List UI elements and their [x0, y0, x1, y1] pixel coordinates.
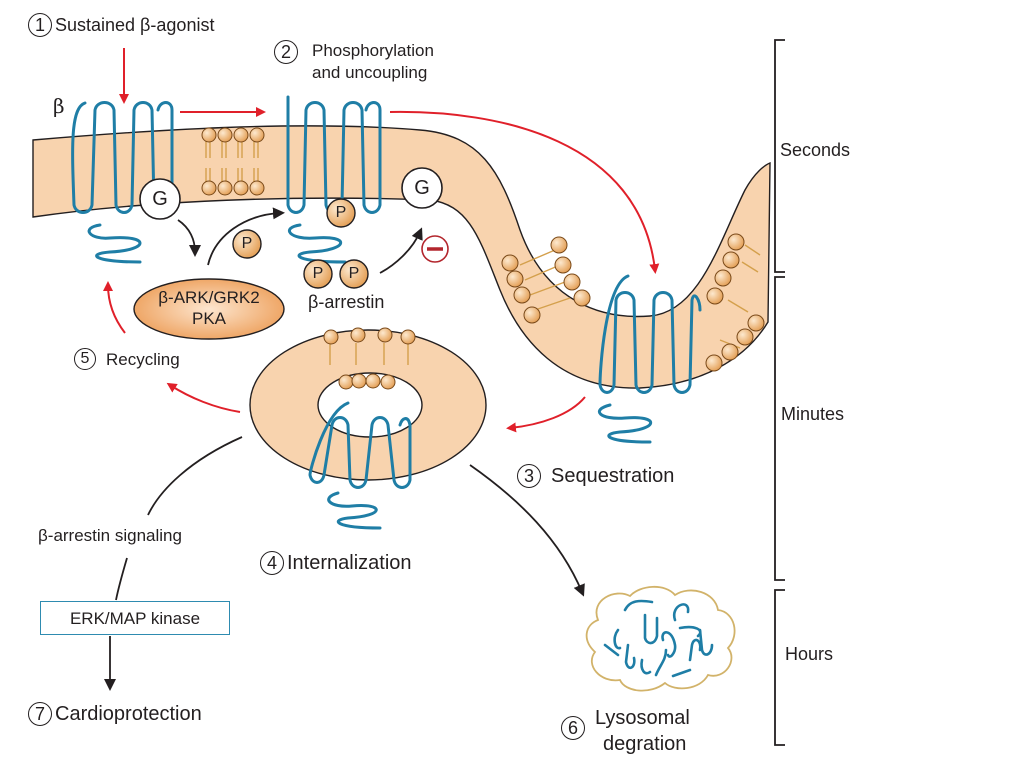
step-2-text-line2: and uncoupling: [312, 63, 428, 82]
black-arrows: [104, 207, 585, 691]
arrow-recycling: [166, 382, 241, 413]
inhibition-icon: [421, 235, 449, 263]
arrow-recycle-up: [103, 281, 126, 334]
g-protein-right: [401, 167, 443, 209]
step-4-label: 4 Internalization: [260, 551, 412, 575]
beta-receptor-label: β: [53, 94, 65, 118]
phosphate-free-label: P: [241, 235, 253, 252]
phosphate-free: [232, 229, 262, 259]
step-number-7: 7: [28, 702, 52, 726]
arrow-to-lysosome: [469, 464, 585, 597]
arrow-arrestin-signaling: [147, 436, 243, 516]
arrow-signaling-to-erk: [115, 557, 128, 601]
step-number-4: 4: [260, 551, 284, 575]
step-2-label: 2: [274, 40, 308, 64]
step-6-text-line2: degration: [603, 733, 687, 755]
step-number-2: 2: [274, 40, 298, 64]
endosome-lipids: [323, 327, 416, 390]
lipid-bilayer-top: [201, 127, 265, 196]
kinase-ellipse: [133, 278, 285, 340]
kinase-label-line2: PKA: [191, 309, 227, 328]
step-6-number-wrap: 6: [561, 716, 588, 740]
beta-receptor-internalized: [308, 401, 412, 530]
phosphate-arrestin-1: [303, 259, 333, 289]
phosphate-arrestin-2: [339, 259, 369, 289]
phosphate-on-receptor: [326, 198, 356, 228]
step-5-label: 5 Recycling: [74, 348, 180, 370]
arrow-g-to-kinase: [177, 219, 201, 257]
timescale-minutes: Minutes: [781, 404, 845, 424]
g-protein-right-label: G: [414, 177, 430, 199]
step-1-label: 1 Sustained β-agonist: [28, 13, 214, 37]
step-number-5: 5: [74, 348, 96, 370]
step-number-6: 6: [561, 716, 585, 740]
g-protein-left-label: G: [152, 188, 168, 210]
arrow-kinase-to-receptor: [207, 207, 285, 266]
step-number-3: 3: [517, 464, 541, 488]
arrow-arrestin-to-g: [379, 227, 423, 274]
g-protein-left: [139, 178, 181, 220]
timescale-hours: Hours: [785, 644, 834, 664]
erk-map-kinase-box: ERK/MAP kinase: [40, 601, 230, 635]
arrow-to-endosome: [506, 396, 586, 433]
bracket-minutes: [774, 276, 785, 581]
kinase-label-line1: β-ARK/GRK2: [158, 288, 260, 307]
step-7-label: 7 Cardioprotection: [28, 702, 202, 726]
lipid-cluster-right: [705, 233, 765, 372]
beta-arrestin-signaling-label: β-arrestin signaling: [38, 526, 182, 545]
step-2-text-line1: Phosphorylation: [312, 41, 434, 60]
timescale-seconds: Seconds: [780, 140, 851, 160]
degraded-receptor-fragments: [603, 599, 714, 678]
red-arrows: [103, 48, 660, 433]
lipid-cluster-left: [501, 236, 591, 324]
phosphate-arrestin-2-label: P: [348, 265, 360, 282]
bracket-seconds: [774, 39, 785, 273]
phosphate-on-receptor-label: P: [335, 204, 347, 221]
lysosome: [585, 585, 736, 692]
phosphate-arrestin-1-label: P: [312, 265, 324, 282]
bracket-hours: [774, 589, 785, 746]
phosphate-group: [232, 198, 369, 289]
step-6-text-line1: Lysosomal: [595, 707, 690, 729]
timescale-brackets: [774, 39, 785, 746]
step-3-label: 3 Sequestration: [517, 464, 674, 488]
beta-receptor-sequestered: [597, 274, 702, 444]
plasma-membrane: [32, 125, 771, 389]
arrow-to-sequestration: [389, 110, 660, 274]
beta-arrestin-label: β-arrestin: [308, 292, 385, 312]
step-number-1: 1: [28, 13, 52, 37]
